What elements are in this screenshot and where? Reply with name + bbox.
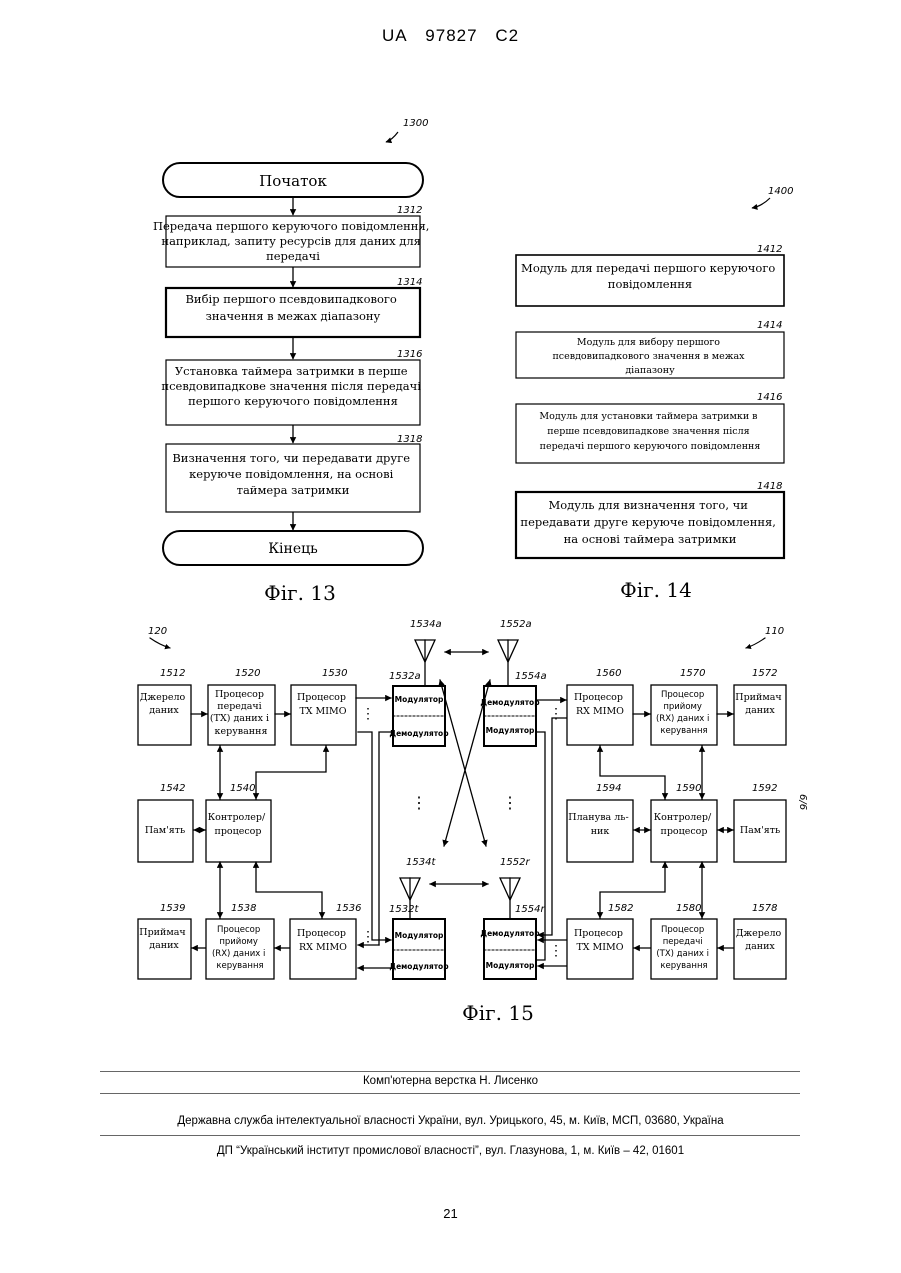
fig13-ref-1316: 1316 xyxy=(397,349,422,360)
fig14-caption: Фіг. 14 xyxy=(620,578,692,602)
transceiver-1532a-modulator: Модулятор xyxy=(395,695,444,704)
fig15-caption: Фіг. 15 xyxy=(462,1001,534,1025)
ellipsis-1560-rx: ⋮ xyxy=(549,706,563,722)
footer-layout-credit: Комп'ютерна верстка Н. Лисенко xyxy=(0,1075,901,1087)
ref-1560: 1560 xyxy=(596,668,621,679)
footer-institute: ДП “Український інститут промислової вла… xyxy=(0,1145,901,1157)
footer-rule-1 xyxy=(100,1071,800,1072)
channel-cross-1 xyxy=(440,680,486,846)
ref-1530: 1530 xyxy=(322,668,347,679)
transceiver-1532t-modulator: Модулятор xyxy=(395,931,444,940)
ref-1554r: 1554r xyxy=(515,904,545,915)
fig15-ref-left-pointer xyxy=(150,638,170,648)
fig14-module-1416-text: Модуль для установки таймера затримки в … xyxy=(539,411,760,452)
ref-1534t: 1534t xyxy=(406,857,436,868)
ellipsis-1582-tx: ⋮ xyxy=(549,943,563,959)
ref-1570: 1570 xyxy=(680,668,705,679)
bus-right-inner xyxy=(538,718,566,935)
fig14-ref: 1400 xyxy=(768,186,793,197)
ref-1538: 1538 xyxy=(231,903,256,914)
transceiver-1532a-demodulator: Демодулятор xyxy=(389,729,449,738)
footer-rule-3 xyxy=(100,1135,800,1136)
transceiver-1554r-modulator: Модулятор xyxy=(486,961,535,970)
fig14-ref-1412: 1412 xyxy=(757,244,782,255)
bus-right-outer xyxy=(536,732,545,960)
page-number: 21 xyxy=(0,1206,901,1221)
transceiver-1554a-demodulator: Демодулятор xyxy=(480,698,540,707)
fig14-ref-1418: 1418 xyxy=(757,481,782,492)
fig15-ref-left: 120 xyxy=(148,626,167,637)
ref-1582: 1582 xyxy=(608,903,633,914)
figure-14-block-diagram: 1400 1412 Модуль для передачі першого ке… xyxy=(516,186,793,602)
fig15-margin-mark: 6/6 xyxy=(797,794,808,810)
ellipsis-left-antennas: ⋮ xyxy=(411,793,427,812)
fig15-ref-right-pointer xyxy=(746,638,765,648)
fig13-step-1316-text: Установка таймера затримки в перше псевд… xyxy=(161,364,424,408)
block-1542-text: Пам'ять xyxy=(145,825,185,836)
ref-1536: 1536 xyxy=(336,903,361,914)
ref-1552r: 1552r xyxy=(500,857,530,868)
transceiver-1554a-modulator: Модулятор xyxy=(486,726,535,735)
bus-1530-to-1532t xyxy=(358,732,391,940)
link-1540-1536 xyxy=(256,862,322,918)
fig14-ref-1416: 1416 xyxy=(757,392,782,403)
ref-1512: 1512 xyxy=(160,668,185,679)
fig14-ref-pointer xyxy=(752,198,770,208)
footer-office: Державна служба інтелектуальної власност… xyxy=(0,1115,901,1127)
fig13-ref-1318: 1318 xyxy=(397,434,422,445)
fig13-start-label: Початок xyxy=(259,172,327,190)
link-1530-1540 xyxy=(256,746,326,799)
ref-1554a: 1554a xyxy=(515,671,547,682)
ref-1532t: 1532t xyxy=(389,904,419,915)
ref-1532a: 1532a xyxy=(389,671,421,682)
fig13-ref: 1300 xyxy=(403,118,428,129)
fig13-caption: Фіг. 13 xyxy=(264,581,336,605)
ref-1578: 1578 xyxy=(752,903,777,914)
ref-1572: 1572 xyxy=(752,668,777,679)
transceiver-1532t-demodulator: Демодулятор xyxy=(389,962,449,971)
transceiver-1554r-demodulator: Демодулятор xyxy=(480,929,540,938)
fig13-ref-1314: 1314 xyxy=(397,277,422,288)
ref-1520: 1520 xyxy=(235,668,260,679)
ref-1540: 1540 xyxy=(230,783,255,794)
block-1592-text: Пам'ять xyxy=(740,825,780,836)
ref-1580: 1580 xyxy=(676,903,701,914)
ref-1592: 1592 xyxy=(752,783,777,794)
fig13-ref-1312: 1312 xyxy=(397,205,422,216)
ref-1590: 1590 xyxy=(676,783,701,794)
transceiver-1554r xyxy=(484,919,536,979)
ellipsis-right-antennas: ⋮ xyxy=(502,793,518,812)
fig15-ref-right: 110 xyxy=(765,626,784,637)
fig13-end-label: Кінець xyxy=(268,541,318,557)
channel-cross-2 xyxy=(444,680,490,846)
ref-1594: 1594 xyxy=(596,783,621,794)
fig14-ref-1414: 1414 xyxy=(757,320,782,331)
footer-rule-2 xyxy=(100,1093,800,1094)
figure-15-mimo-system: 120 110 6/6 1512 Джерело даних 1520 Проц… xyxy=(138,619,808,1025)
ref-1552a: 1552a xyxy=(500,619,532,630)
ref-1542: 1542 xyxy=(160,783,185,794)
figure-13-flowchart: 1300 Початок 1312 Передача першого керую… xyxy=(153,118,433,605)
ref-1539: 1539 xyxy=(160,903,185,914)
ref-1534a: 1534a xyxy=(410,619,442,630)
block-1520-text: Процесор передачі (TX) даних і керування xyxy=(210,689,272,737)
fig13-ref-pointer xyxy=(386,132,398,142)
ellipsis-1530-tx: ⋮ xyxy=(361,706,375,722)
ellipsis-1536-rx: ⋮ xyxy=(361,929,375,945)
